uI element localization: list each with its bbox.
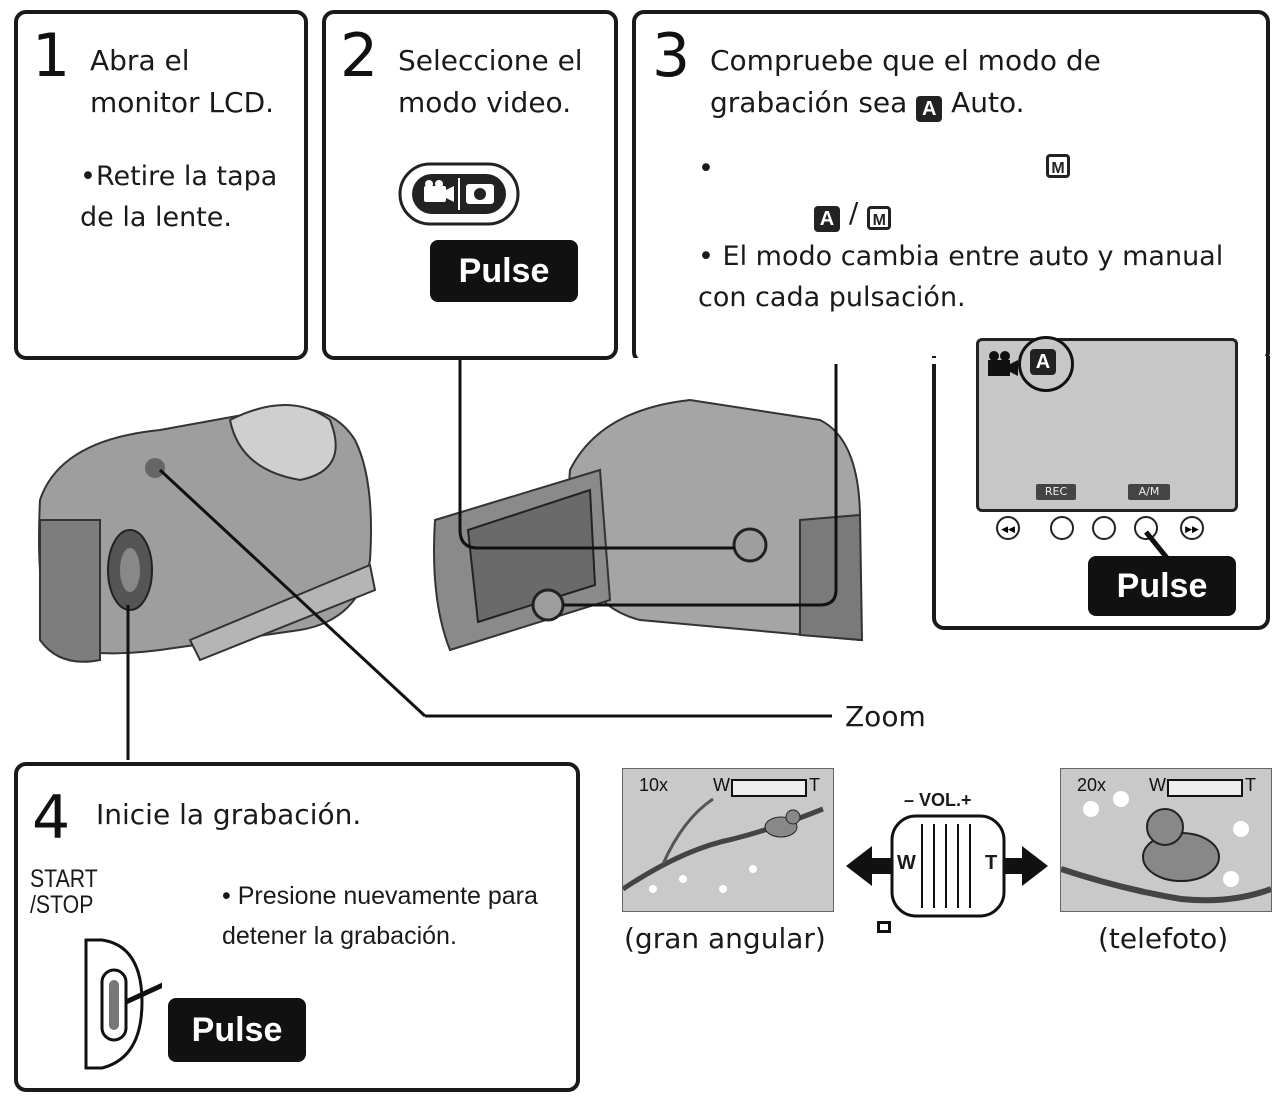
title-line: grabación sea A Auto. — [710, 82, 1250, 124]
step1-box: 1 Abra el monitor LCD. •Retire la tapa d… — [14, 10, 308, 360]
camcorder-left-view — [38, 404, 377, 663]
video-photo-switch-icon — [398, 162, 520, 226]
zoom-lever-t: T — [985, 852, 998, 875]
step4-box: 4 Inicie la grabación. START /STOP Pulse… — [14, 762, 580, 1092]
pulse-button[interactable]: Pulse — [1088, 556, 1236, 616]
zoom-magnification: 20x — [1077, 775, 1107, 795]
bullet-dot: • — [222, 882, 231, 910]
bullet-dot: • — [698, 153, 714, 184]
zoom-bar — [1167, 779, 1243, 797]
zoom-bar-w: W — [713, 775, 730, 795]
lcd-touch-buttons: ◀◀ ▶▶ — [996, 516, 1204, 540]
start-stop-label: START /STOP — [30, 866, 98, 918]
svg-text:◀◀: ◀◀ — [1001, 525, 1015, 535]
zoom-bar-w: W — [1149, 775, 1166, 795]
telephoto-preview: 20x W T — [1060, 768, 1272, 912]
zoom-lever-vol-label: – VOL.+ — [904, 790, 972, 810]
zoom-bar-t: T — [809, 775, 820, 795]
step-title: Inicie la grabación. — [96, 798, 362, 831]
zoom-lever-icon — [846, 814, 1048, 918]
step-number: 1 — [32, 21, 71, 91]
title-line: Compruebe que el modo de — [710, 44, 1101, 77]
step-number: 2 — [340, 21, 379, 91]
step-bullet: •Retire la tapa de la lente. — [80, 156, 300, 238]
step-bullet: • Presione nuevamente para detener la gr… — [222, 876, 562, 956]
wide-angle-preview: 10x W T — [622, 768, 834, 912]
camcorder-right-view — [433, 398, 864, 652]
auto-mode-icon: A — [916, 96, 943, 122]
title-text: grabación sea — [710, 86, 908, 119]
lcd-button-am: A/M — [1128, 484, 1170, 500]
zoom-lever-w: W — [897, 852, 916, 875]
step3-box-corner — [632, 358, 936, 364]
lcd-button-rec: REC — [1036, 484, 1076, 500]
bullet-dot: • — [698, 241, 714, 272]
video-camera-icon — [988, 351, 1018, 376]
title-text: Auto. — [951, 86, 1025, 119]
auto-manual-icons: A / M — [814, 196, 892, 232]
start-stop-line: /STOP — [30, 891, 94, 919]
zoom-bar-t: T — [1245, 775, 1256, 795]
step-title: Seleccione el modo video. — [398, 44, 583, 119]
svg-text:▶▶: ▶▶ — [1185, 525, 1199, 535]
bullet-text: Presione nuevamente para detener la grab… — [222, 882, 538, 950]
bird-branch-illustration — [1061, 791, 1271, 904]
step-number: 3 — [652, 21, 691, 91]
step3-box: 3 Compruebe que el modo de grabación sea… — [632, 10, 1270, 364]
manual-mode-icon: M — [1046, 154, 1070, 178]
bullet-dot: • — [80, 161, 96, 192]
bullet-text: Retire la tapa de la lente. — [80, 161, 278, 233]
wide-angle-caption: (gran angular) — [624, 922, 826, 955]
step-number: 4 — [32, 783, 71, 853]
auto-mode-icon: A — [814, 206, 840, 232]
manual-mode-icon: M — [867, 206, 892, 230]
step2-box: 2 Seleccione el modo video. Pulse — [322, 10, 618, 360]
zoom-label: Zoom — [845, 700, 926, 733]
callout-lines — [126, 360, 838, 760]
bullet-text: El modo cambia entre auto y manual con c… — [698, 241, 1224, 313]
auto-mode-icon: A — [1030, 349, 1056, 375]
bird-branch-illustration — [623, 797, 824, 893]
small-icon — [877, 921, 891, 933]
step-title: Abra el monitor LCD. — [90, 44, 275, 119]
telephoto-caption: (telefoto) — [1098, 922, 1229, 955]
zoom-bar — [731, 779, 807, 797]
zoom-magnification: 10x — [639, 775, 669, 795]
separator: / — [848, 196, 859, 229]
pulse-button[interactable]: Pulse — [430, 240, 578, 302]
start-stop-line: START — [30, 865, 98, 893]
pulse-button[interactable]: Pulse — [168, 998, 306, 1062]
step-bullet: • El modo cambia entre auto y manual con… — [698, 236, 1258, 318]
step-title: Compruebe que el modo de grabación sea A… — [710, 40, 1250, 124]
start-stop-button-icon — [84, 938, 162, 1070]
